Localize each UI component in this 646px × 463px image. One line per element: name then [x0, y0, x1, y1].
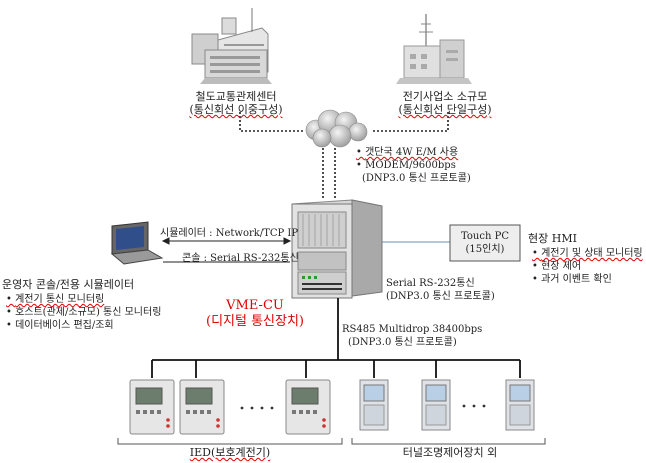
- operator-item-2: 호스트(관제/소규모) 통신 모니터링: [6, 307, 161, 319]
- tunnel-dots: [462, 404, 486, 408]
- tunnel-cabinet-icon-3: [505, 379, 535, 431]
- network-note-2: MODEM/9600bps: [356, 160, 456, 172]
- ied-dots: [240, 406, 274, 410]
- tunnel-cabinet-icon-2: [421, 379, 451, 431]
- group-brackets: [117, 438, 546, 445]
- serial-link-line1: Serial RS-232통신: [386, 278, 475, 289]
- rs485-bus: [151, 298, 521, 378]
- vme-cu-desc: (디지털 통신장치): [206, 314, 304, 329]
- hmi-item-1: 계전기 및 상태 모니터링: [532, 248, 643, 260]
- rs485-line2: (DNP3.0 통신 프로토콜): [348, 337, 457, 348]
- network-note-3: (DNP3.0 통신 프로토콜): [362, 173, 471, 184]
- vme-cu-cabinet-icon: [291, 199, 383, 299]
- right-center-title: 전기사업소 소규모: [402, 90, 488, 103]
- control-center-building-icon: [191, 8, 272, 84]
- left-center-title: 철도교통관제센터: [195, 90, 277, 103]
- substation-building-icon: [396, 14, 472, 84]
- ied-device-icon-3: [285, 379, 331, 435]
- ied-device-icon-2: [179, 379, 225, 435]
- ied-group-label: IED(보호계전기): [189, 446, 271, 459]
- operator-item-1: 계전기 통신 모니터링: [6, 294, 104, 306]
- operator-item-3: 데이터베이스 편집/조회: [6, 320, 114, 332]
- hmi-item-2: 현장 제어: [532, 261, 581, 273]
- simulator-serial-label: 콘솔 : Serial RS-232통신: [182, 253, 299, 264]
- serial-link-line2: (DNP3.0 통신 프로토콜): [386, 291, 495, 302]
- tunnel-group-label: 터널조명제어장치 외: [402, 446, 498, 459]
- network-cloud-icon: [305, 109, 368, 148]
- hmi-item-3: 과거 이벤트 확인: [532, 274, 612, 286]
- left-center-subtitle: (통신회선 이중구성): [189, 103, 283, 116]
- right-center-subtitle: (통신회선 단일구성): [398, 103, 492, 116]
- simulator-network-label: 시뮬레이터 : Network/TCP IP: [160, 228, 299, 239]
- operator-title: 운영자 콘솔/전용 시뮬레이터: [2, 278, 135, 291]
- ied-device-icon-1: [129, 379, 175, 435]
- tunnel-cabinet-icon-1: [359, 379, 389, 431]
- network-note-1: 갯단국 4W E/M 사용: [356, 147, 458, 159]
- touch-pc-line2: (15인치): [465, 244, 505, 255]
- link-right-center: [372, 112, 449, 132]
- touch-pc-line1: Touch PC: [461, 231, 509, 242]
- laptop-links: [161, 237, 292, 263]
- dotted-links: [239, 112, 449, 200]
- touch-pc-box: [449, 224, 521, 262]
- rs485-line1: RS485 Multidrop 38400bps: [342, 324, 483, 335]
- hmi-title: 현장 HMI: [528, 232, 577, 245]
- vme-cu-name: VME-CU: [226, 298, 284, 313]
- laptop-icon: [110, 221, 164, 265]
